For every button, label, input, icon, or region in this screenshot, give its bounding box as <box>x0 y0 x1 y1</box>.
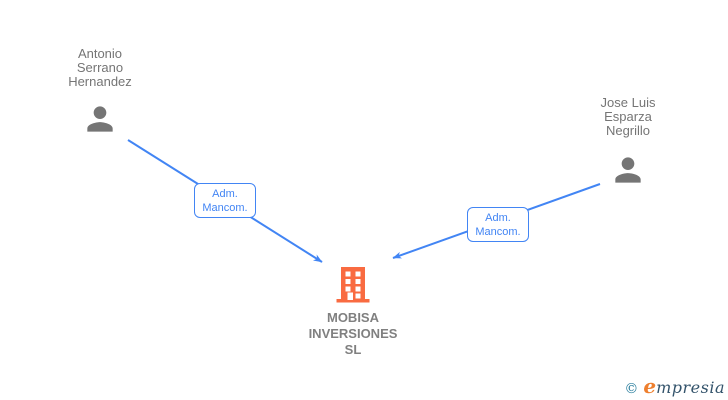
company-name: MOBISA INVERSIONES SL <box>309 310 398 358</box>
person-name: Jose Luis Esparza Negrillo <box>601 96 656 138</box>
logo-brand-text: mpresia <box>656 378 725 397</box>
edge-label-line: Adm. <box>485 211 511 224</box>
edge-label-line: Adm. <box>212 187 238 200</box>
person-name-line: Hernandez <box>68 74 132 89</box>
person-name-line: Jose Luis <box>600 95 656 110</box>
logo-brand-initial: e <box>643 374 657 398</box>
person-name-line: Negrillo <box>605 123 651 138</box>
company-node-mobisa-inversiones-sl[interactable]: MOBISA INVERSIONES SL <box>283 265 423 358</box>
edge-label-adm-mancom-joseluis[interactable]: Adm. Mancom. <box>467 207 529 242</box>
person-icon <box>87 106 113 132</box>
person-name-line: Antonio <box>77 46 123 61</box>
company-name-line: SL <box>344 342 362 357</box>
company-name-line: INVERSIONES <box>308 326 398 341</box>
person-node-antonio-serrano-hernandez[interactable]: Antonio Serrano Hernandez <box>40 47 160 138</box>
company-name-line: MOBISA <box>326 310 379 325</box>
person-node-jose-luis-esparza-negrillo[interactable]: Jose Luis Esparza Negrillo <box>568 96 688 189</box>
person-name-line: Esparza <box>604 109 652 124</box>
empresia-logo[interactable]: © e mpresia <box>624 374 725 398</box>
person-name: Antonio Serrano Hernandez <box>68 47 132 89</box>
edge-label-adm-mancom-antonio[interactable]: Adm. Mancom. <box>194 183 256 218</box>
person-icon <box>615 157 641 183</box>
building-icon <box>336 267 370 303</box>
edge-label-line: Mancom. <box>475 225 521 238</box>
edge-label-line: Mancom. <box>202 201 248 214</box>
copyright-icon: © <box>624 381 639 397</box>
person-name-line: Serrano <box>76 60 124 75</box>
